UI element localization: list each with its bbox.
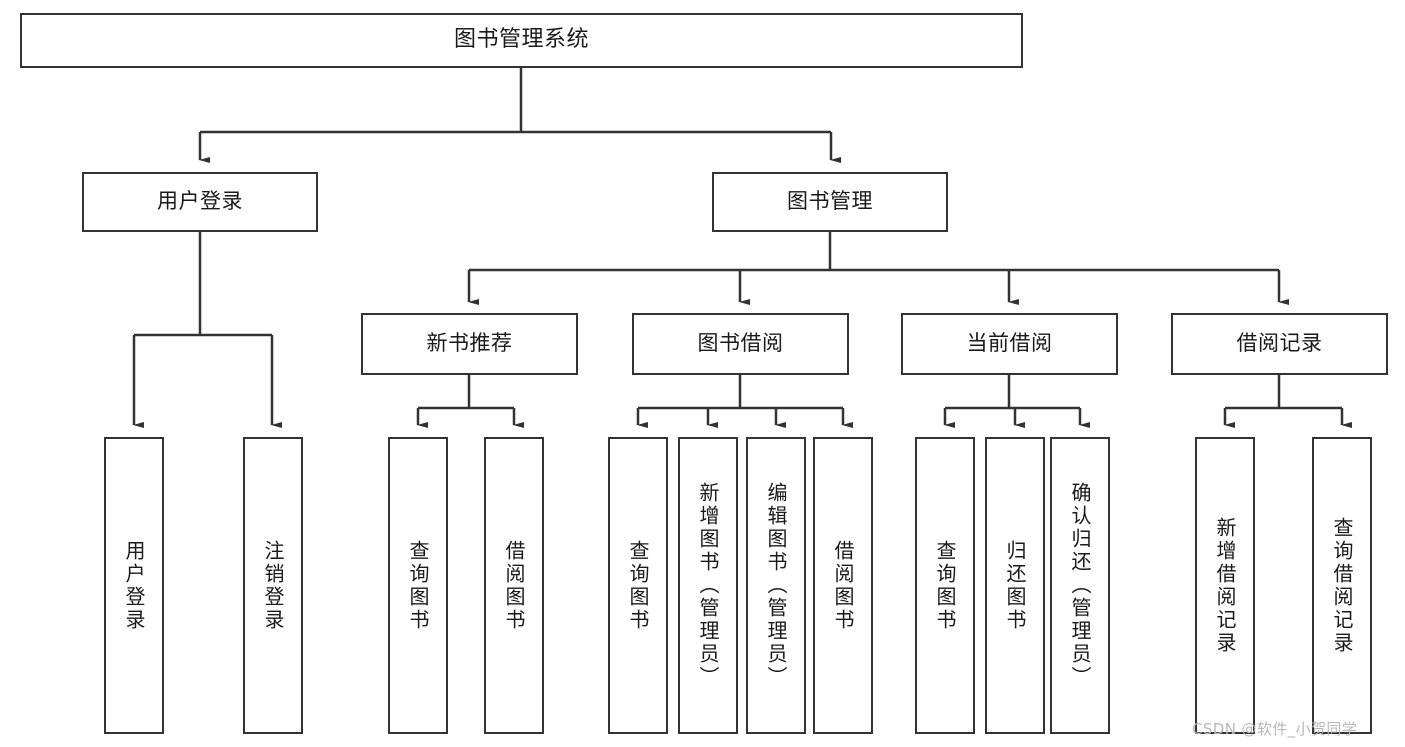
node-user-login[interactable]: 用户登录	[82, 172, 318, 232]
leaf-logout-label: 注销登录	[261, 539, 285, 632]
node-book-borrow-label: 图书借阅	[697, 331, 784, 356]
watermark: CSDN @软件_小贺同学	[1192, 720, 1358, 738]
node-user-login-label: 用户登录	[157, 189, 243, 214]
leaf-return-book[interactable]: 归还图书	[985, 437, 1045, 734]
leaf-edit-book-admin[interactable]: 编辑图书（管理员）	[746, 437, 806, 734]
leaf-query-book-borrow[interactable]: 查询图书	[608, 437, 668, 734]
leaf-return-book-label: 归还图书	[1003, 539, 1027, 632]
leaf-query-book-current-label: 查询图书	[933, 539, 957, 632]
leaf-query-book-current[interactable]: 查询图书	[915, 437, 975, 734]
node-borrow-record[interactable]: 借阅记录	[1171, 313, 1388, 375]
leaf-borrow-book-label: 借阅图书	[831, 539, 855, 632]
leaf-add-borrow-record-label: 新增借阅记录	[1213, 516, 1237, 655]
leaf-borrow-book[interactable]: 借阅图书	[813, 437, 873, 734]
leaf-confirm-return-admin[interactable]: 确认归还（管理员）	[1050, 437, 1110, 734]
node-root[interactable]: 图书管理系统	[20, 13, 1023, 68]
node-current-borrow[interactable]: 当前借阅	[901, 313, 1118, 375]
leaf-logout[interactable]: 注销登录	[243, 437, 303, 734]
leaf-borrow-book-recommend[interactable]: 借阅图书	[484, 437, 544, 734]
leaf-user-login-label: 用户登录	[122, 539, 146, 632]
leaf-query-borrow-record-label: 查询借阅记录	[1330, 516, 1354, 655]
leaf-confirm-return-admin-label: 确认归还（管理员）	[1068, 482, 1092, 689]
node-new-book-recommend[interactable]: 新书推荐	[361, 313, 578, 375]
node-root-label: 图书管理系统	[453, 27, 589, 53]
leaf-query-book-recommend-label: 查询图书	[406, 539, 430, 632]
node-book-borrow[interactable]: 图书借阅	[632, 313, 849, 375]
leaf-edit-book-admin-label: 编辑图书（管理员）	[764, 482, 788, 689]
leaf-query-book-recommend[interactable]: 查询图书	[388, 437, 448, 734]
leaf-add-book-admin-label: 新增图书（管理员）	[696, 482, 720, 689]
leaf-user-login[interactable]: 用户登录	[104, 437, 164, 734]
node-book-management-label: 图书管理	[787, 189, 873, 214]
leaf-add-borrow-record[interactable]: 新增借阅记录	[1195, 437, 1255, 734]
node-book-management[interactable]: 图书管理	[712, 172, 948, 232]
leaf-query-book-borrow-label: 查询图书	[626, 539, 650, 632]
leaf-borrow-book-recommend-label: 借阅图书	[502, 539, 526, 632]
node-current-borrow-label: 当前借阅	[966, 331, 1053, 356]
leaf-add-book-admin[interactable]: 新增图书（管理员）	[678, 437, 738, 734]
leaf-query-borrow-record[interactable]: 查询借阅记录	[1312, 437, 1372, 734]
node-new-book-recommend-label: 新书推荐	[426, 331, 513, 356]
node-borrow-record-label: 借阅记录	[1236, 331, 1323, 356]
